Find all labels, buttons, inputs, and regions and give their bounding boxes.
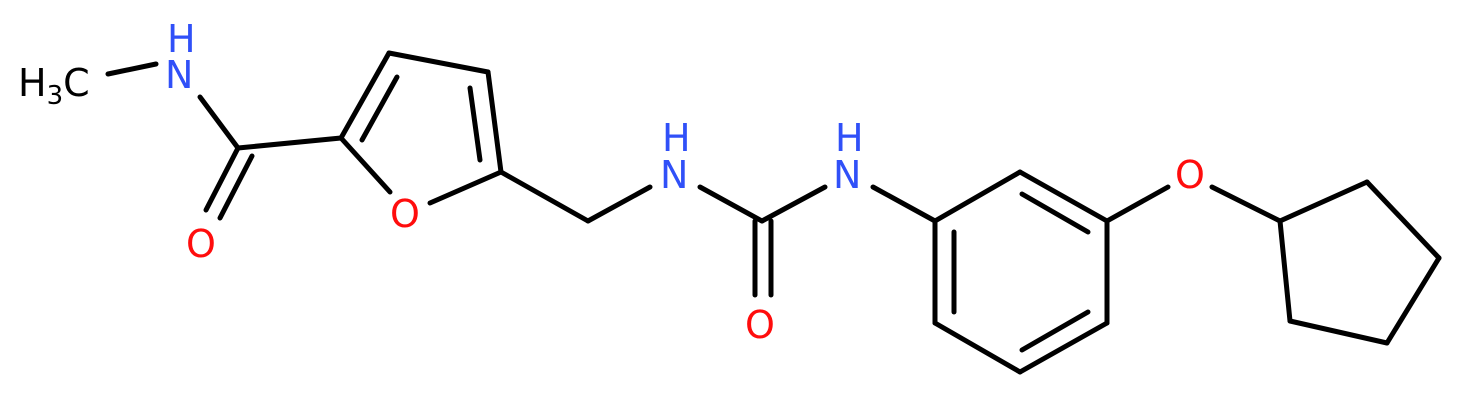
bond-urea-c-n2 — [759, 184, 828, 224]
urea-o: O — [745, 303, 775, 347]
bond-carbonyl-c2 — [235, 135, 344, 151]
amide-n: N — [165, 53, 193, 97]
bond-ring-2-3-inner — [1019, 191, 1091, 235]
bond-n2-ring — [870, 184, 938, 224]
methyl-label: H3C — [18, 61, 90, 111]
bond-ofuran-c2 — [338, 135, 393, 195]
amide-n-h: H — [167, 17, 196, 61]
methyl-h: H — [18, 61, 47, 105]
urea-n1: N — [660, 153, 688, 197]
bond-cp-2-3 — [1364, 179, 1442, 261]
bond-ring-4-5-inner — [1019, 309, 1091, 353]
methyl-c: C — [63, 61, 90, 105]
bond-cp-4-5 — [1287, 318, 1390, 346]
bond-c3-c4 — [386, 50, 491, 75]
amide-o: O — [186, 222, 216, 266]
bond-c4-c5 — [485, 69, 504, 175]
urea-n2-h: H — [835, 116, 864, 160]
bond-carbonyl-o-b — [217, 153, 255, 221]
bond-c5-ch2 — [498, 169, 591, 224]
bond-n-carbonyl — [197, 94, 241, 151]
atom-labels: H3C H N O O H N O H N O — [18, 17, 1205, 347]
bond-c4-c5-inner — [467, 85, 483, 163]
methyl-subscript: 3 — [47, 81, 64, 111]
bond-cp-3-4 — [1384, 255, 1442, 346]
bond-cp-1-2 — [1277, 179, 1370, 224]
bond-layer — [105, 50, 1442, 375]
urea-n1-h: H — [662, 116, 691, 160]
bond-ring-4-5 — [1017, 320, 1110, 375]
bond-carbonyl-o-a — [203, 145, 241, 213]
bond-c2-c3 — [338, 50, 392, 141]
furan-o: O — [390, 192, 420, 236]
ether-o: O — [1175, 153, 1205, 197]
bond-ch2-n1 — [585, 184, 653, 224]
bond-n1-urea-c — [697, 184, 765, 224]
bond-c5-ofuran — [427, 169, 504, 206]
bond-cp-5-1 — [1277, 218, 1293, 324]
bond-c2-c3-inner — [359, 74, 400, 143]
bond-ring-oether — [1104, 184, 1171, 224]
bond-ring-2-3 — [1017, 169, 1110, 224]
bond-oether-cp — [1209, 184, 1283, 224]
urea-n2: N — [833, 153, 861, 197]
bond-ring-1-2 — [932, 169, 1023, 224]
bond-ring-5-6 — [932, 320, 1023, 375]
bond-methyl-n — [105, 61, 159, 77]
